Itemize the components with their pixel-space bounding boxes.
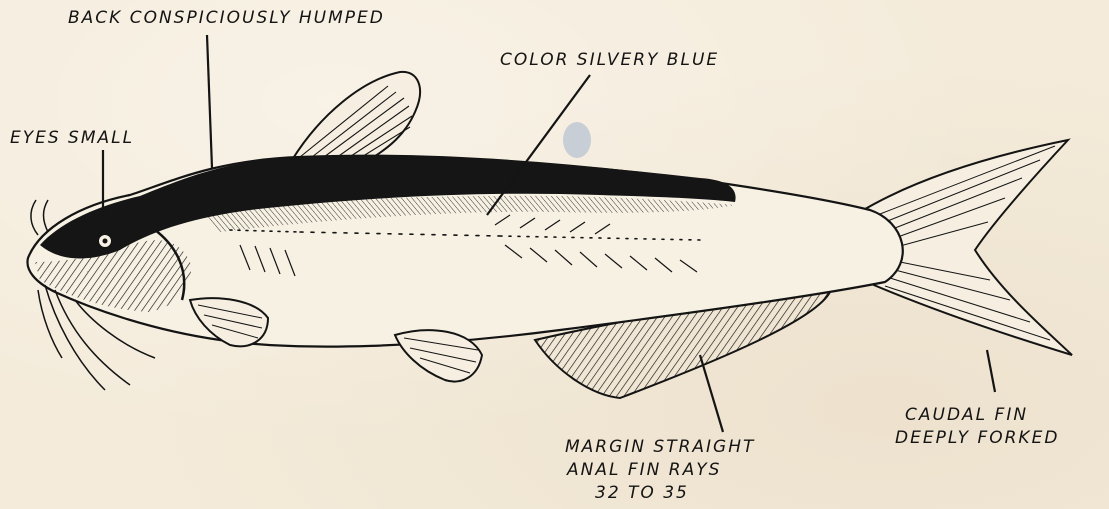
back-leader [207, 35, 212, 168]
caudal-leader [987, 350, 995, 392]
caudal-label-line1: CAUDAL FIN [905, 405, 1028, 426]
anal-leader [700, 355, 723, 432]
back-label: BACK CONSPICIOUSLY HUMPED [68, 8, 385, 29]
paper-stain [563, 122, 591, 158]
caudal-label-line2: DEEPLY FORKED [895, 428, 1059, 449]
eyes-label: EYES SMALL [10, 128, 134, 149]
anal-label-line3: 32 TO 35 [595, 483, 689, 504]
dorsal-fin [292, 72, 420, 160]
anal-label-line2: ANAL FIN RAYS [567, 460, 721, 481]
color-label: COLOR SILVERY BLUE [500, 50, 719, 71]
anal-label-line1: MARGIN STRAIGHT [565, 437, 755, 458]
